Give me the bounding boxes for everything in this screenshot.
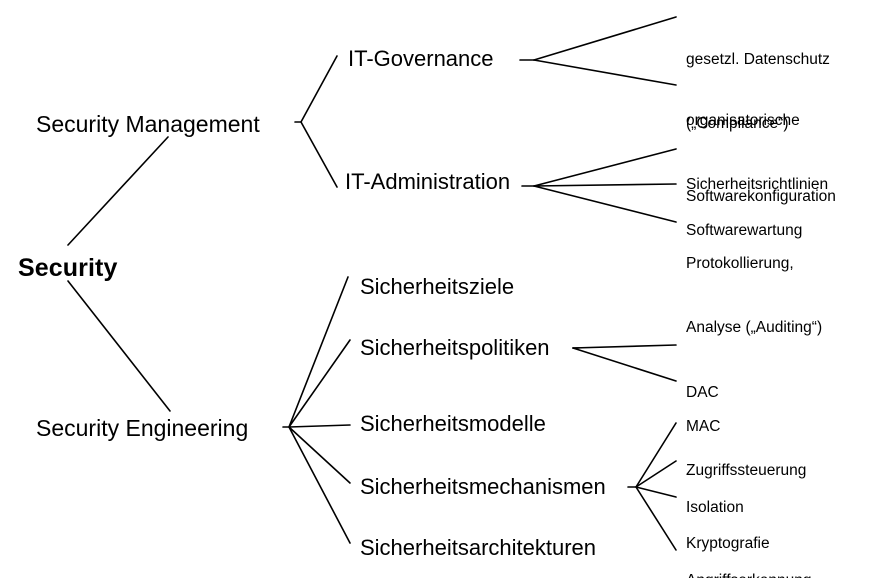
- node-sicherheitsmodelle: Sicherheitsmodelle: [360, 411, 546, 436]
- governance-junction-to-compliance: [533, 16, 677, 61]
- fan-to-sicherheitsmodelle: [288, 424, 351, 428]
- admin-junction-to-protokollierung: [533, 185, 677, 223]
- leaf-softwarewartung: Softwarewartung: [686, 177, 802, 284]
- leaf-line-2: („Compliance“): [686, 114, 789, 132]
- politiken-junction-to-dac: [572, 344, 677, 349]
- admin-junction-to-softwarewartung: [533, 183, 677, 187]
- node-sicherheitsmechanismen: Sicherheitsmechanismen: [360, 474, 606, 499]
- mechanismen-junction-to-zugriffssteuerung: [635, 422, 677, 488]
- admin-junction-to-softwarekonfiguration: [533, 148, 677, 187]
- leaf-line-1: gesetzl. Datenschutz: [686, 50, 830, 68]
- leaf-angriffserkennung: Angriffserkennung (Intrusion Detection): [686, 527, 826, 578]
- fan-to-sicherheitspolitiken: [288, 339, 351, 428]
- leaf-softwarekonfiguration: Softwarekonfiguration: [686, 143, 836, 250]
- mechanismen-junction-to-kryptografie: [635, 486, 677, 498]
- leaf-line-1: Angriffserkennung: [686, 570, 826, 578]
- leaf-gesetzl-datenschutz: gesetzl. Datenschutz („Compliance“): [686, 6, 830, 177]
- node-security-root: Security: [18, 254, 118, 282]
- fan-to-sicherheitsmechanismen: [288, 426, 351, 484]
- node-it-governance: IT-Governance: [348, 46, 494, 71]
- node-sicherheitsarchitekturen: Sicherheitsarchitekturen: [360, 535, 597, 560]
- leaf-protokollierung-analyse: Protokollierung, Analyse („Auditing“): [686, 210, 822, 381]
- junction-to-it-administration: [300, 121, 338, 188]
- leaf-line-1: MAC: [686, 417, 721, 435]
- leaf-line-2: Analyse („Auditing“): [686, 318, 823, 336]
- leaf-mac: MAC: [686, 373, 720, 480]
- mechanismen-junction-to-isolation: [635, 460, 677, 488]
- junction-to-it-governance: [300, 55, 338, 123]
- node-security-management: Security Management: [36, 111, 260, 137]
- root-to-security-management: [67, 136, 169, 246]
- mechanismen-junction-to-angriffserkennung: [635, 486, 677, 551]
- leaf-line-1: organisatorische: [686, 111, 800, 129]
- leaf-line-1: Softwarewartung: [686, 221, 803, 239]
- node-security-engineering: Security Engineering: [36, 415, 249, 441]
- leaf-line-1: Softwarekonfiguration: [686, 187, 836, 205]
- fan-to-sicherheitsarchitekturen: [288, 426, 351, 544]
- leaf-line-1: Zugriffssteuerung: [686, 461, 807, 479]
- politiken-junction-to-mac: [572, 347, 677, 382]
- node-it-administration: IT-Administration: [345, 169, 511, 194]
- leaf-zugriffssteuerung: Zugriffssteuerung: [686, 417, 806, 524]
- leaf-line-1: DAC: [686, 383, 719, 401]
- leaf-line-1: Protokollierung,: [686, 254, 794, 272]
- root-to-security-engineering: [67, 280, 171, 412]
- governance-junction-to-richtlinien: [533, 59, 677, 86]
- node-sicherheitsziele: Sicherheitsziele: [360, 274, 515, 299]
- leaf-organisatorische-sicherheitsrichtlinien: organisatorische Sicherheitsrichtlinien: [686, 67, 828, 238]
- leaf-line-1: Isolation: [686, 498, 744, 516]
- leaf-line-1: Kryptografie: [686, 534, 770, 552]
- node-sicherheitspolitiken: Sicherheitspolitiken: [360, 335, 550, 360]
- leaf-kryptografie: Kryptografie: [686, 490, 770, 578]
- fan-to-sicherheitsziele: [288, 276, 349, 428]
- leaf-isolation: Isolation: [686, 454, 744, 561]
- leaf-dac: DAC: [686, 339, 719, 446]
- leaf-line-2: Sicherheitsrichtlinien: [686, 175, 829, 193]
